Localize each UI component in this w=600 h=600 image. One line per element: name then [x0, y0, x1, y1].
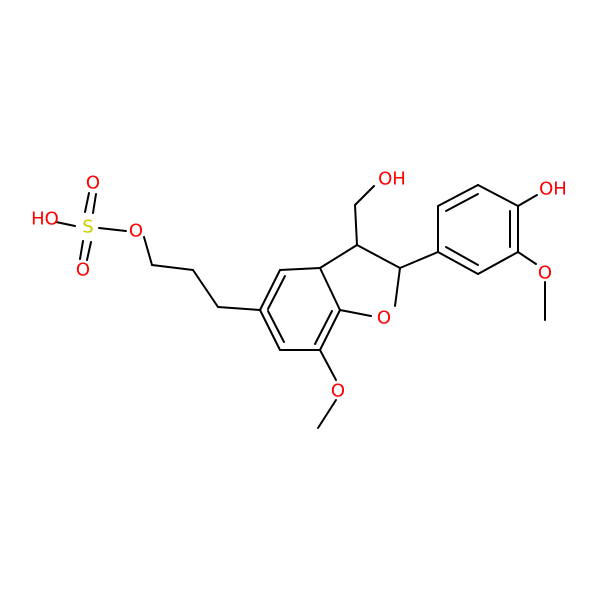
- bond-a4-o-ring: [339, 309, 372, 317]
- bond-o-ring-c2: [394, 267, 401, 307]
- bond-a6-a1-inner: [267, 310, 285, 343]
- bond-c1-c2: [151, 264, 194, 271]
- bond-b6-b1: [437, 251, 479, 275]
- bond-a1-a2: [259, 269, 281, 311]
- atom-label-o-top: O: [86, 173, 100, 194]
- bond-b3-b4: [477, 184, 519, 207]
- atom-label-o-bottom: O: [76, 260, 90, 281]
- atom-label-o-ring: O: [377, 308, 391, 329]
- bond-b2-b3: [437, 184, 479, 207]
- bond-c2-aryl: [399, 251, 439, 269]
- bond-a3-a4: [319, 267, 341, 311]
- atom-label-s: S: [82, 217, 93, 238]
- bond-ho-s: [55, 221, 76, 227]
- atom-labels: HO S O O O OH OH O O O: [31, 169, 567, 402]
- bond-b4-oh: [517, 194, 538, 207]
- bond-o-c1: [143, 236, 153, 266]
- atom-label-o-methoxy-bottom: O: [331, 381, 345, 402]
- bond-o-methoxy-ch3: [317, 399, 337, 429]
- bond-b6-b1-inner: [445, 246, 479, 266]
- bond-c3-ring: [217, 306, 261, 311]
- atom-label-o-methoxy-right: O: [538, 263, 552, 284]
- bond-a2-a3: [279, 267, 321, 271]
- bond-ch2-oh: [354, 185, 375, 206]
- bond-b2-b3-inner: [445, 193, 479, 212]
- bond-b5-b6: [477, 251, 519, 275]
- bonds: [55, 184, 546, 429]
- bond-s-o-ester: [98, 227, 127, 232]
- atom-label-o-ester: O: [129, 221, 143, 242]
- bond-c2-c3: [192, 269, 219, 308]
- bond-c3-ch2: [354, 204, 358, 246]
- bond-a6-a1: [259, 309, 281, 351]
- bond-s-o-bottom-2: [86, 241, 92, 261]
- bond-a4-a5: [319, 309, 341, 351]
- bond-s-o-top-2: [92, 193, 97, 214]
- bond-a4-a5-inner: [314, 310, 333, 345]
- atom-label-ho-sulfate: HO: [31, 209, 59, 230]
- bond-b5-o-methoxy: [517, 251, 537, 265]
- bond-c2-c3: [356, 244, 401, 269]
- atom-label-oh-phenol: OH: [539, 179, 567, 200]
- bond-a1-a2-inner: [267, 275, 286, 310]
- atom-label-oh-hydroxymethyl: OH: [378, 169, 406, 190]
- bond-a5-o-methoxy: [319, 349, 337, 381]
- bond-c3-a3: [319, 244, 358, 269]
- bond-s-o-top-1: [84, 192, 90, 213]
- bond-s-o-bottom-1: [79, 240, 84, 260]
